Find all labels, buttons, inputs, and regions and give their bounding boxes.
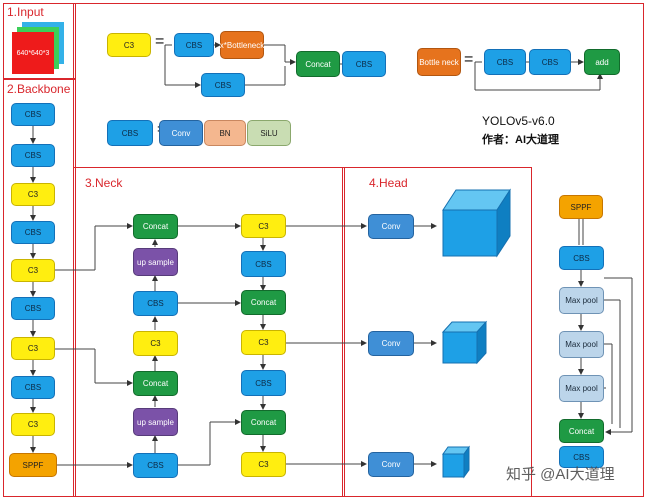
neck-cbs-left-2: CBS [133,453,178,478]
legend-c3-cbs-top: CBS [174,33,214,57]
backbone-c3-2: C3 [11,259,55,282]
diagram-author: 作者：AI大道理 [482,134,559,146]
watermark: 知乎 @AI大道理 [506,466,615,483]
neck-cbs-right-2: CBS [241,370,286,396]
backbone-cbs-4: CBS [11,297,55,320]
neck-concat-top: Concat [133,214,178,239]
neck-cbs-left-1: CBS [133,291,178,316]
output-cube-medium [441,320,488,365]
neck-concat-right-2: Concat [241,410,286,435]
neck-cbs-right-1: CBS [241,251,286,277]
head-conv-3: Conv [368,452,414,477]
sppf-maxpool-3: Max pool [559,375,604,402]
backbone-cbs-2: CBS [11,144,55,167]
legend-c3: C3 [107,33,151,57]
backbone-panel [3,79,76,497]
backbone-c3-4: C3 [11,413,55,436]
legend-silu: SiLU [247,120,291,146]
backbone-cbs-3: CBS [11,221,55,244]
input-panel [3,3,76,79]
legend-add: add [584,49,620,75]
sppf-detail-cbs-top: CBS [559,246,604,270]
legend-c3-cbs-final: CBS [342,51,386,77]
legend-bn: BN [204,120,246,146]
legend-equals-bottleneck: = [464,51,474,68]
head-conv-2: Conv [368,331,414,356]
neck-c3-right-3: C3 [241,452,286,477]
sppf-detail-cbs-bottom: CBS [559,446,604,468]
neck-upsample-2: up sample [133,408,178,436]
legend-conv: Conv [159,120,203,146]
section-label-head: 4.Head [369,176,408,190]
section-label-neck: 3.Neck [85,176,123,190]
sppf-detail-header: SPPF [559,195,603,219]
input-image-stack: 640*640*3 [12,22,68,74]
legend-cbs: CBS [107,120,153,146]
neck-concat-right-1: Concat [241,290,286,315]
legend-concat: Concat [296,51,340,77]
neck-c3-right-2: C3 [241,330,286,355]
legend-c3-cbs-bottom: CBS [201,73,245,97]
backbone-cbs-1: CBS [11,103,55,126]
backbone-sppf: SPPF [9,453,57,477]
input-image-label: 640*640*3 [12,32,54,74]
head-conv-1: Conv [368,214,414,239]
output-cube-large [442,188,511,258]
diagram-title: YOLOv5-v6.0 [482,114,555,128]
legend-equals-c3: = [155,33,165,50]
neck-concat-mid: Concat [133,371,178,396]
legend-bottleneck-cbs-1: CBS [484,49,526,75]
backbone-c3-3: C3 [11,337,55,360]
neck-c3-right-1: C3 [241,214,286,238]
section-label-input: 1.Input [7,5,44,19]
sppf-detail-concat: Concat [559,419,604,443]
backbone-c3-1: C3 [11,183,55,206]
neck-upsample-1: up sample [133,248,178,276]
output-cube-small [442,445,470,479]
neck-c3-left: C3 [133,331,178,356]
legend-bottle-neck: Bottle neck [417,48,461,76]
section-label-backbone: 2.Backbone [7,82,71,96]
head-panel [342,167,532,497]
backbone-cbs-5: CBS [11,376,55,399]
sppf-maxpool-1: Max pool [559,287,604,314]
neck-panel [73,167,345,497]
sppf-maxpool-2: Max pool [559,331,604,358]
legend-bottleneck-cbs-2: CBS [529,49,571,75]
legend-bottleneck: x*Bottleneck [220,31,264,59]
